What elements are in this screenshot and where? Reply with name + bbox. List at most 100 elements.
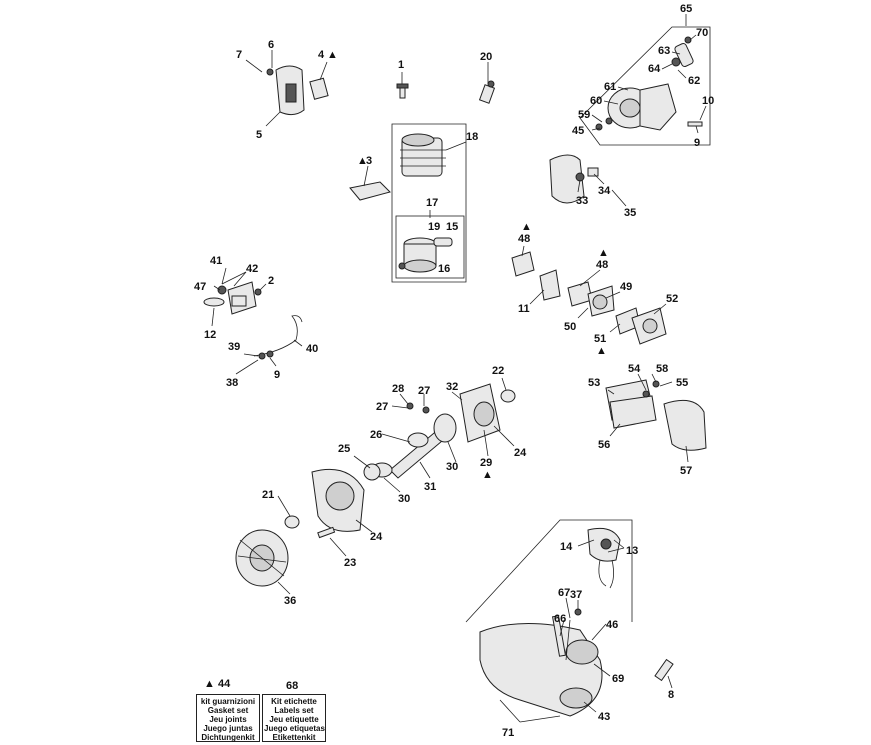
callout-28: 28 <box>392 383 404 395</box>
callout-22: 22 <box>492 365 504 377</box>
callout-5: 5 <box>256 129 262 141</box>
callout-26: 26 <box>370 429 382 441</box>
callout-56: 56 <box>598 439 610 451</box>
callout-55: 55 <box>676 377 688 389</box>
kit-marker-48-b: ▲ <box>598 247 609 259</box>
cylinder <box>349 123 467 283</box>
callout-66: 66 <box>554 613 566 625</box>
leader-lines <box>211 14 707 723</box>
callout-7: 7 <box>236 49 242 61</box>
callout-49: 49 <box>620 281 632 293</box>
callout-13: 13 <box>626 545 638 557</box>
callout-46: 46 <box>606 619 618 631</box>
callout-24-a: 24 <box>514 447 527 459</box>
labels-kit-line-de: Etikettenkit <box>272 733 316 742</box>
callout-47: 47 <box>194 281 206 293</box>
air-filter-box <box>605 379 707 451</box>
callout-29: 29 <box>480 457 492 469</box>
callout-53: 53 <box>588 377 600 389</box>
callout-38: 38 <box>226 377 238 389</box>
callout-20: 20 <box>480 51 492 63</box>
callout-14: 14 <box>560 541 573 553</box>
callout-33: 33 <box>576 195 588 207</box>
callout-71: 71 <box>502 727 514 739</box>
callout-2: 2 <box>268 275 274 287</box>
gasket-kit-line-de: Dichtungenkit <box>201 733 255 742</box>
gasket-kit-line-it: kit guarnizioni <box>200 697 256 706</box>
callout-61: 61 <box>604 81 616 93</box>
labels-kit-line-en: Labels set <box>274 706 314 715</box>
callout-27-b: 27 <box>376 401 388 413</box>
kit-marker-29: ▲ <box>482 469 493 481</box>
callout-25: 25 <box>338 443 350 455</box>
callout-17: 17 <box>426 197 438 209</box>
callout-11: 11 <box>518 303 530 315</box>
callout-labels: 65 70 63 64 62 61 60 59 45 10 9 7 6 5 4 … <box>194 3 714 739</box>
labels-kit-line-fr: Jeu etiquette <box>269 715 319 724</box>
callout-9-top: 9 <box>694 137 700 149</box>
callout-30-a: 30 <box>446 461 458 473</box>
callout-27-a: 27 <box>418 385 430 397</box>
callout-12: 12 <box>204 329 216 341</box>
callout-39: 39 <box>228 341 240 353</box>
callout-40: 40 <box>306 343 318 355</box>
callout-48-b: 48 <box>596 259 608 271</box>
gasket-kit-marker: ▲ <box>204 678 215 690</box>
gasket-kit-line-es: Juego juntas <box>203 724 253 733</box>
kit-marker-4: ▲ <box>327 49 338 61</box>
callout-64: 64 <box>648 63 661 75</box>
callout-60: 60 <box>590 95 602 107</box>
callout-37: 37 <box>570 589 582 601</box>
crankshaft <box>363 383 516 481</box>
callout-18: 18 <box>466 131 478 143</box>
flywheel <box>235 529 289 587</box>
callout-24-b: 24 <box>370 531 383 543</box>
labels-kit-line-es: Juego etiquetas <box>264 724 325 733</box>
callout-54: 54 <box>628 363 641 375</box>
callout-59: 59 <box>578 109 590 121</box>
callout-70: 70 <box>696 27 708 39</box>
callout-3: 3 <box>366 155 372 167</box>
callout-51: 51 <box>594 333 606 345</box>
callout-4: 4 <box>318 49 325 61</box>
ignition-coil <box>549 154 599 204</box>
brake-parts <box>203 281 262 315</box>
kit-marker-51: ▲ <box>596 345 607 357</box>
callout-58: 58 <box>656 363 668 375</box>
labels-kit-number: 68 <box>286 680 299 692</box>
gasket-kit-line-fr: Jeu joints <box>209 715 247 724</box>
callout-67: 67 <box>558 587 570 599</box>
callout-48-a: 48 <box>518 233 530 245</box>
callout-45: 45 <box>572 125 584 137</box>
labels-kit-box: Kit etichette Labels set Jeu etiquette J… <box>262 694 326 742</box>
gasket-kit-box: kit guarnizioni Gasket set Jeu joints Ju… <box>196 694 260 742</box>
filter-cover <box>266 65 329 116</box>
gasket-kit-line-en: Gasket set <box>207 706 249 715</box>
callout-30-b: 30 <box>398 493 410 505</box>
callout-32: 32 <box>446 381 458 393</box>
callout-69: 69 <box>612 673 624 685</box>
callout-16: 16 <box>438 263 450 275</box>
callout-43: 43 <box>598 711 610 723</box>
callout-8: 8 <box>668 689 674 701</box>
callout-62: 62 <box>688 75 700 87</box>
kit-marker-3: ▲ <box>357 155 368 167</box>
callout-42: 42 <box>246 263 258 275</box>
cable <box>253 315 303 360</box>
callout-1: 1 <box>398 59 404 71</box>
labels-kit-line-it: Kit etichette <box>271 697 317 706</box>
kit-markers: ▲ ▲ ▲ ▲ ▲ ▲ <box>327 49 609 481</box>
callout-50: 50 <box>564 321 576 333</box>
callout-19: 19 <box>428 221 440 233</box>
spark-plug <box>478 80 496 104</box>
gasket-kit-number: 44 <box>217 678 231 690</box>
starter-assembly <box>579 26 711 146</box>
carburetor-group <box>511 251 667 345</box>
callout-57: 57 <box>680 465 692 477</box>
callout-9-mid: 9 <box>274 369 280 381</box>
bolt-1 <box>396 83 409 99</box>
callout-36: 36 <box>284 595 296 607</box>
crankcase-left <box>284 468 365 539</box>
callout-23: 23 <box>344 557 356 569</box>
